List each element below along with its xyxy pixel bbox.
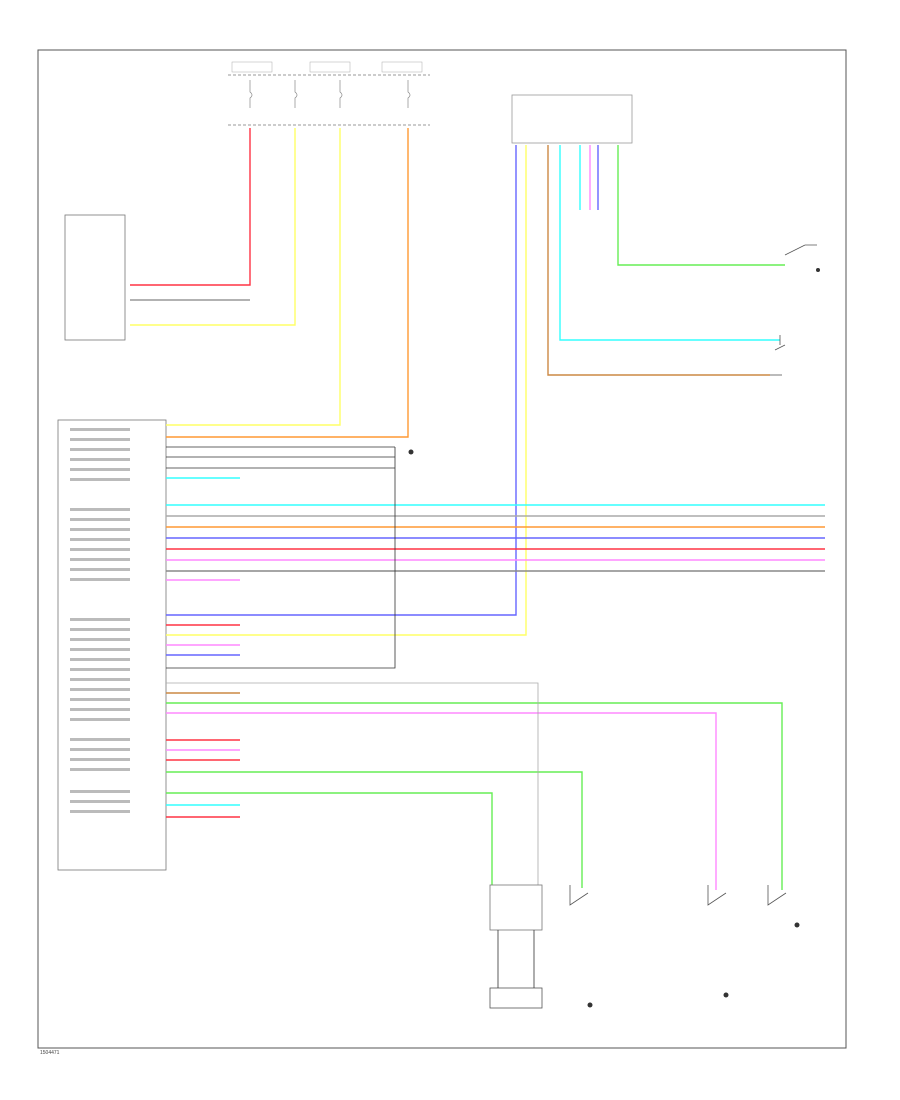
control-unit-box [64,214,126,341]
pin-labels [70,428,130,813]
fuel-level-sender [489,884,543,1009]
switches [569,244,817,906]
figure-code: 1504471 [40,1050,60,1056]
diagram-frame [37,49,847,1049]
ipdm-module [511,94,633,144]
fuse-block [228,61,430,126]
module-feeds [166,145,785,636]
fuse-feeds [130,128,409,438]
bus-lines [166,446,825,890]
ground-points [408,268,820,1008]
